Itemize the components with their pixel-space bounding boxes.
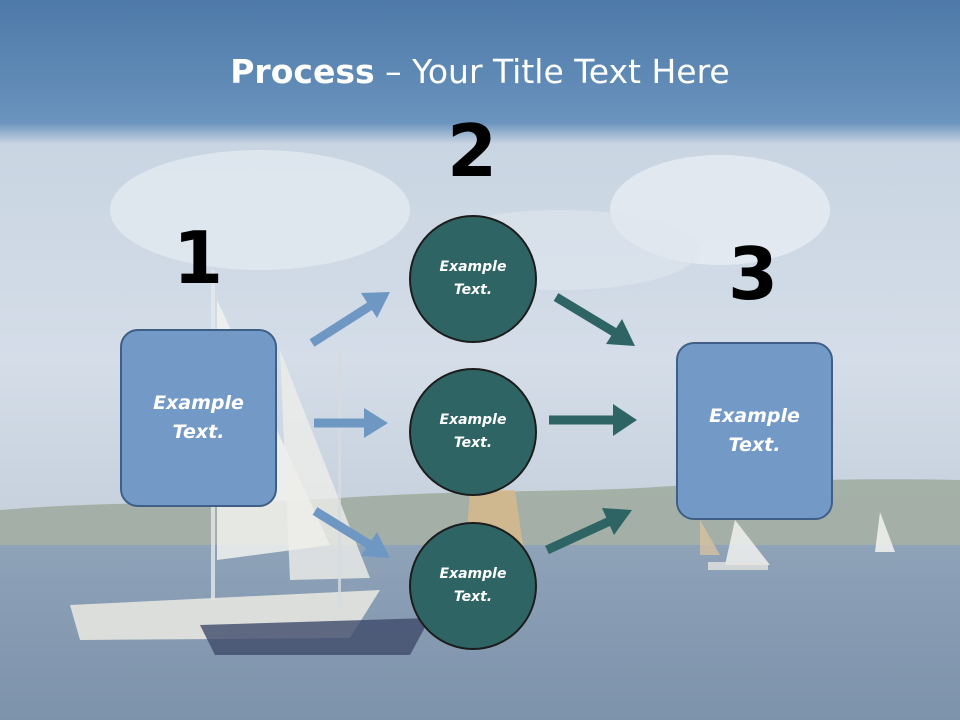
circle-middle-line1: Example — [439, 412, 507, 428]
step-number-3: 3 — [727, 232, 779, 316]
step-number-2: 2 — [446, 109, 498, 193]
step-3-text-line2: Text. — [728, 434, 781, 456]
arrow-left-down — [312, 507, 390, 558]
circle-top-line2: Text. — [453, 282, 493, 298]
arrow-right-up — [545, 508, 632, 555]
circle-bottom-line2: Text. — [453, 589, 493, 605]
arrow-left-middle — [314, 408, 388, 438]
circle-bottom-line1: Example — [439, 566, 507, 582]
circle-top: Example Text. — [409, 215, 537, 343]
arrow-right-down — [553, 293, 635, 346]
step-3-box: Example Text. — [676, 342, 833, 520]
step-3-text-line1: Example — [709, 405, 800, 427]
arrow-left-up — [309, 292, 390, 347]
slide-title: Process – Your Title Text Here — [0, 52, 960, 91]
step-number-1: 1 — [172, 216, 224, 300]
step-1-box: Example Text. — [120, 329, 277, 507]
step-1-text-line1: Example — [153, 392, 244, 414]
circle-bottom: Example Text. — [409, 522, 537, 650]
circle-middle: Example Text. — [409, 368, 537, 496]
title-rest: – Your Title Text Here — [374, 52, 730, 91]
step-1-text-line2: Text. — [172, 421, 225, 443]
circle-middle-line2: Text. — [453, 435, 493, 451]
arrow-right-middle — [549, 404, 637, 436]
circle-top-line1: Example — [439, 259, 507, 275]
title-bold: Process — [230, 52, 375, 91]
